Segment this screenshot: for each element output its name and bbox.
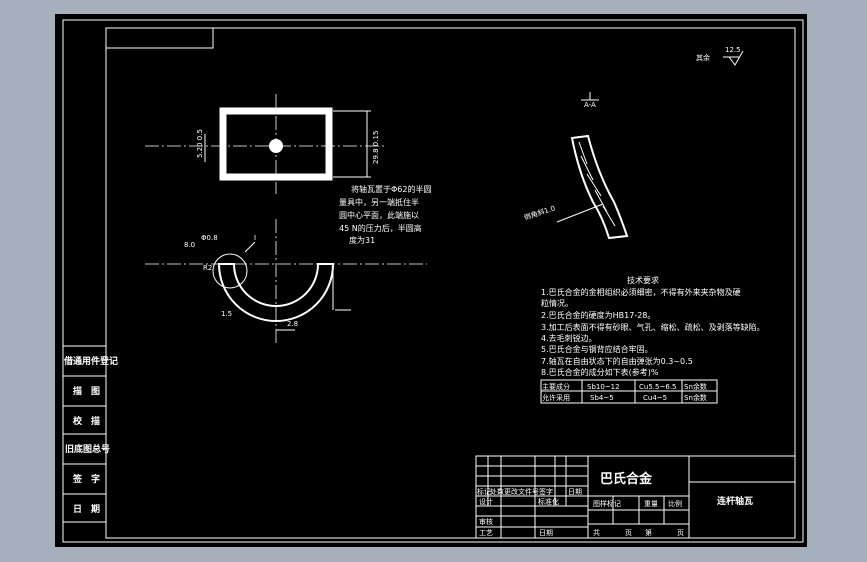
left-label-4: 旧底图总号 [65, 443, 110, 455]
roughness-symbol-icon [728, 50, 744, 66]
left-label-1: 借通用件登记 [63, 355, 118, 367]
sheet-label-1: 共 [593, 528, 600, 537]
material-title: 巴氏合金 [600, 471, 653, 487]
roughness-value: 12.5 [725, 46, 741, 54]
row-label-5: 日期 [568, 488, 582, 496]
comp-cell-1-1: Sb4~5 [590, 394, 614, 402]
assembly-note-2: 量具中，另一端抵住半 [339, 197, 419, 207]
comp-cell-0-2: Cu5.5~6.5 [639, 383, 676, 391]
person-label-1: 设计 [479, 497, 493, 506]
tech-req-title: 技术要求 [627, 275, 659, 285]
sheet-label-3: 第 [645, 528, 652, 537]
tech-req-8: 8.巴氏合金的成分如下表(参考)% [541, 367, 659, 377]
assembly-note-4: 45 N的压力后，半圆高 [339, 223, 422, 233]
mid-label-1: 图样标记 [593, 499, 621, 508]
left-label-2: 描 图 [73, 385, 100, 397]
dim-bottom: 2.8 [287, 320, 298, 328]
left-label-6: 日 期 [73, 503, 100, 515]
tech-req-2: 粒情况。 [541, 298, 573, 308]
row-label-1: 标记 [477, 487, 491, 496]
dim-right: 29.8 0.15 [372, 131, 380, 164]
comp-cell-0-3: Sn余数 [684, 382, 707, 391]
tech-req-5: 4.去毛刺锐边。 [541, 333, 597, 343]
section-label: A-A [584, 101, 596, 109]
approve-label-1: 审核 [479, 517, 493, 526]
comp-cell-1-0: 允许采用 [542, 393, 570, 402]
mid-label-3: 比例 [668, 499, 682, 508]
assembly-note-3: 圆中心平面，此端施以 [339, 210, 419, 220]
front-view: I 8.0 Φ0.8 R2 1.5 2.8 [145, 219, 427, 344]
composition-table: 主要成分 Sb10~12 Cu5.5~6.5 Sn余数 允许采用 Sb4~5 C… [540, 379, 718, 404]
detail-circle [212, 253, 248, 289]
left-label-column: 借通用件登记 描 图 校 描 旧底图总号 签 字 日 期 [62, 345, 118, 523]
part-name-title: 连杆轴瓦 [717, 495, 753, 507]
top-left-box [105, 27, 214, 49]
inner-border [105, 27, 796, 539]
dim-c: I [254, 234, 256, 242]
sheet-label-4: 页 [677, 529, 684, 537]
dim-r: R2 [203, 264, 212, 272]
tech-req-3: 2.巴氏合金的硬度为HB17-28。 [541, 310, 655, 320]
roughness-prefix: 其余 [696, 53, 710, 62]
comp-cell-1-3: Sn余数 [684, 393, 707, 402]
left-label-5: 签 字 [72, 473, 100, 485]
left-label-3: 校 描 [73, 415, 100, 427]
approve-label-2: 工艺 [479, 529, 493, 537]
surface-roughness-note: 其余 12.5 [696, 46, 744, 66]
chamfer-note: 倒角斜1.0 [523, 203, 556, 221]
comp-cell-1-2: Cu4~5 [643, 394, 667, 402]
tech-requirements: 技术要求 1.巴氏合金的金相组织必须细密，不得有外来夹杂物及硬 粒情况。 2.巴… [541, 275, 765, 377]
tech-req-1: 1.巴氏合金的金相组织必须细密，不得有外来夹杂物及硬 [541, 287, 741, 297]
row-label-3: 更改文件号 [504, 487, 539, 496]
dim-left: 5.20 0.5 [196, 129, 204, 158]
section-profile [570, 134, 629, 240]
outer-border [62, 19, 804, 543]
assembly-note-5: 度为31 [349, 235, 375, 245]
comp-cell-0-0: 主要成分 [542, 382, 570, 391]
row-label-2: 处数 [490, 487, 504, 496]
row-label-4: 签字 [539, 487, 553, 496]
assembly-note: 将轴瓦置于Φ62的半圆 量具中，另一端抵住半 圆中心平面，此端施以 45 N的压… [339, 184, 431, 245]
sheet-label-2: 页 [625, 529, 632, 537]
top-view: 5.20 0.5 29.8 0.15 [145, 94, 387, 194]
mid-label-2: 重量 [644, 500, 658, 508]
assembly-note-1: 将轴瓦置于Φ62的半圆 [351, 184, 431, 194]
person-label-2: 标准化 [538, 497, 559, 506]
dim-thk: 1.5 [221, 310, 232, 318]
dim-a: 8.0 [184, 241, 195, 249]
comp-cell-0-1: Sb10~12 [587, 383, 620, 391]
drawing-canvas: 借通用件登记 描 图 校 描 旧底图总号 签 字 日 期 其余 12.5 A-A… [62, 19, 804, 543]
tech-req-7: 7.轴瓦在自由状态下的自由弹张为0.3~0.5 [541, 356, 693, 366]
section-view: A-A 倒角斜1.0 [523, 92, 629, 240]
approve-label-3: 日期 [539, 529, 553, 537]
tech-req-6: 5.巴氏合金与钢背应结合牢固。 [541, 344, 653, 354]
title-block: 巴氏合金 连杆轴瓦 图样标记 重量 比例 标记 处数 更改文件号 签字 日期 设… [475, 455, 796, 539]
dim-b: Φ0.8 [201, 234, 218, 242]
tech-req-4: 3.加工后表面不得有砂眼、气孔、缩松、疏松、及剥落等缺陷。 [541, 322, 765, 332]
drawing-sheet: 借通用件登记 描 图 校 描 旧底图总号 签 字 日 期 其余 12.5 A-A… [55, 14, 807, 547]
